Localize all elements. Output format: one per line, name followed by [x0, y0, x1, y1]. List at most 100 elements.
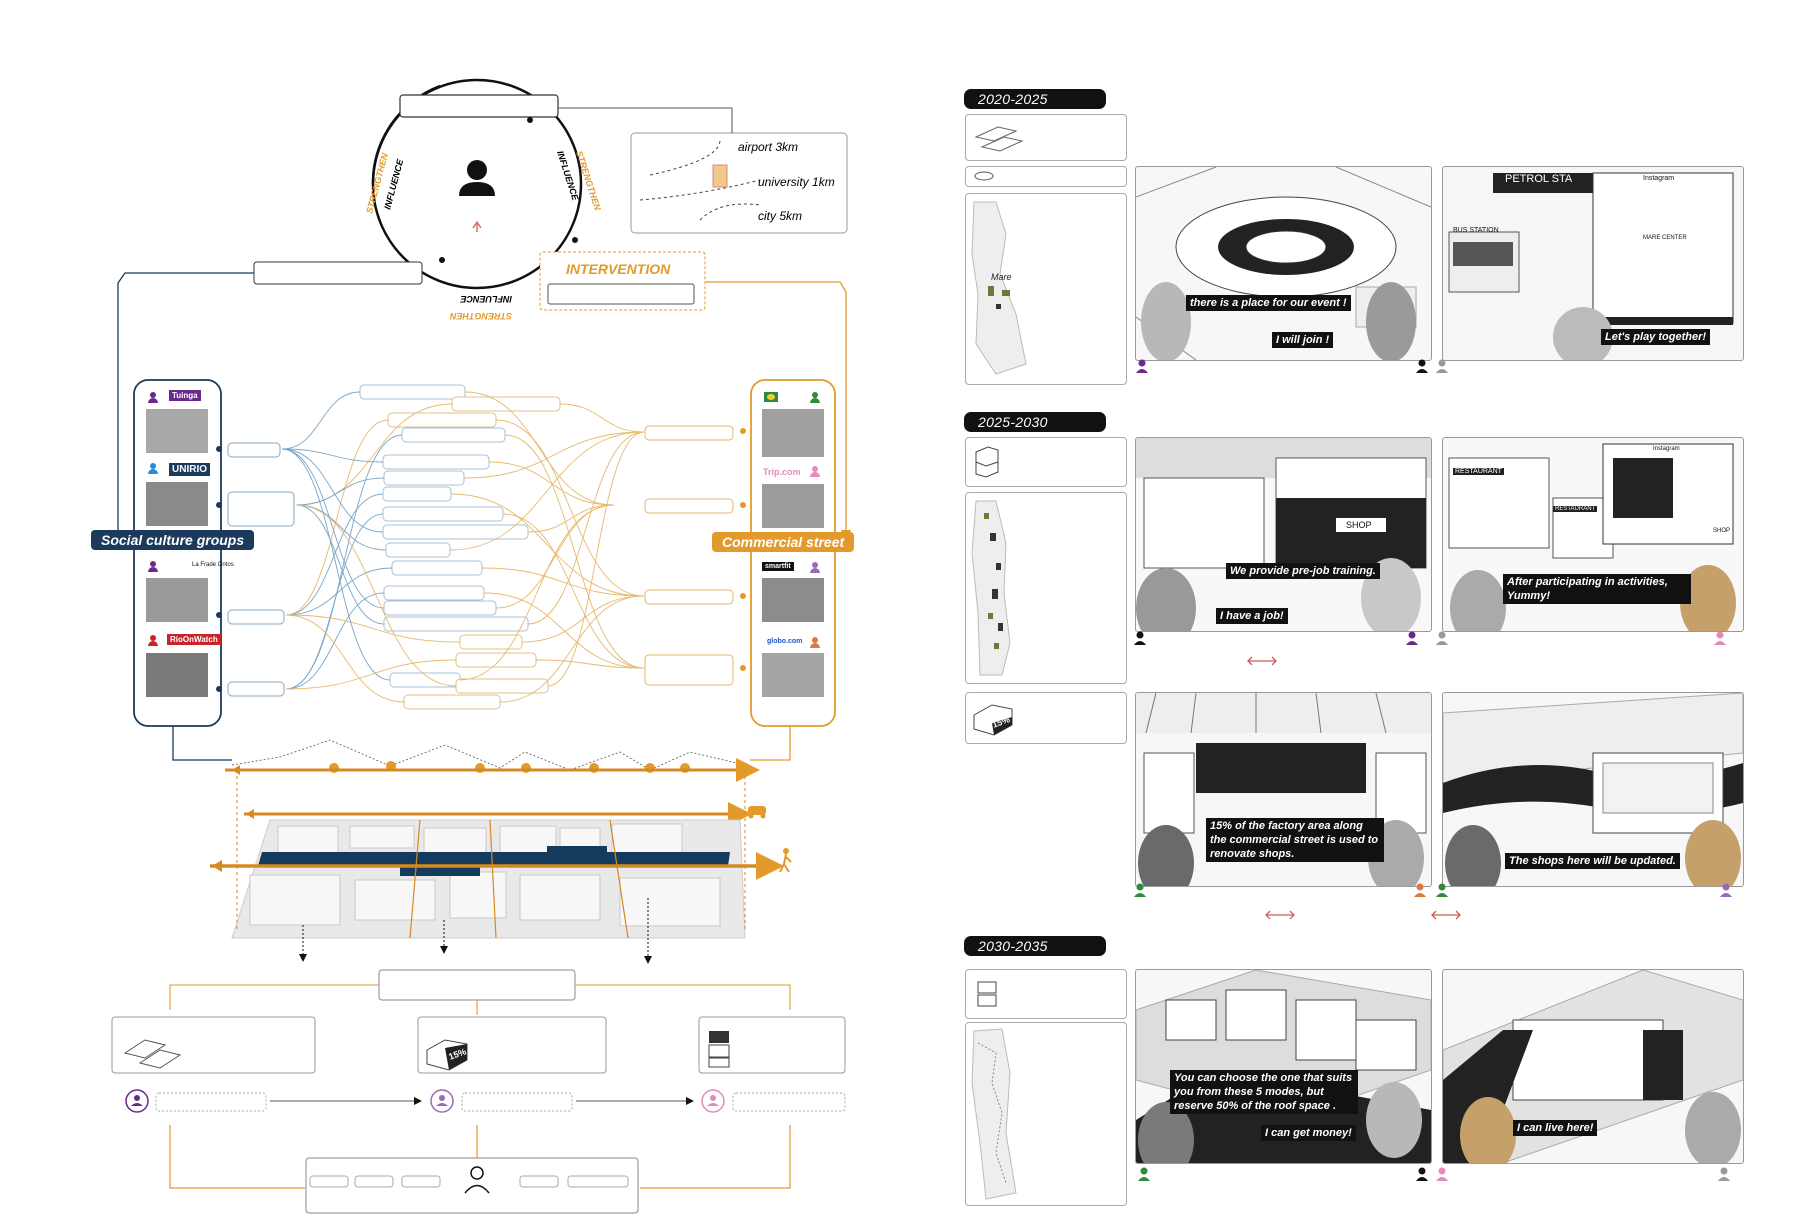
person-icon [1718, 1168, 1730, 1182]
logo-globo: globo.com [764, 637, 805, 646]
connection-line [296, 478, 384, 505]
cycle-top-box [400, 95, 558, 117]
strategy-node [404, 695, 500, 709]
person-icon [1138, 1168, 1150, 1182]
mini-map-3 [965, 1022, 1127, 1206]
strategy-node [456, 679, 548, 693]
speech-bubble: there is a place for our event ! [1186, 295, 1351, 311]
intervention-label: INTERVENTION [566, 261, 671, 277]
mode-info-box [965, 114, 1127, 161]
connection-line [282, 392, 360, 449]
person-icon [1134, 632, 1146, 646]
mode-info-box-3: 15% [965, 692, 1127, 744]
up-arrow-icon [473, 222, 481, 232]
mini-map-label: Mare [991, 272, 1012, 282]
person-icon [1136, 360, 1148, 374]
logo-la-frade: La Frade Ontos [189, 561, 237, 569]
connection-line [296, 505, 386, 550]
strategy-node [360, 385, 465, 399]
connection-line [560, 404, 644, 432]
period-2025-2030: 2025-2030 [964, 412, 1106, 432]
scene-panel-1b: PETROL STA Instagram BUS STATION MARE CE… [1442, 166, 1744, 361]
strategy-node [384, 471, 464, 485]
connection-line [482, 568, 644, 596]
commercial-street-label: Commercial street [712, 532, 854, 552]
airport-distance: airport 3km [738, 140, 798, 154]
connection-line [286, 593, 384, 689]
strategy-node [384, 586, 484, 600]
person-icon [1436, 1168, 1448, 1182]
connection-line [548, 432, 644, 686]
person-icon [148, 392, 158, 404]
person-icon [1406, 632, 1418, 646]
mini-map-2 [965, 492, 1127, 684]
strategy-node [388, 413, 496, 427]
person-icon [810, 392, 820, 404]
connection-line [522, 596, 644, 642]
outcome-box [379, 970, 575, 1000]
layer-info-box [965, 166, 1127, 187]
mode-info-box-2 [965, 437, 1127, 487]
logo-tuinga: Tuinga [169, 390, 201, 401]
strategy-node [392, 561, 482, 575]
strategy-node [383, 507, 503, 521]
person-icon [148, 463, 158, 475]
strategy-node [383, 487, 451, 501]
logo-smartfit: smartfit [762, 562, 794, 571]
strategy-node [456, 653, 536, 667]
scene-panel-1a: there is a place for our event ! I will … [1135, 166, 1432, 361]
exchange-arrow-icon [1266, 911, 1294, 919]
person-icon [1714, 632, 1726, 646]
connection-line [505, 435, 644, 668]
person-icon [1416, 1168, 1428, 1182]
strategy-node [386, 543, 450, 557]
city-distance: city 5km [758, 209, 802, 223]
speech-bubble: I will join ! [1272, 332, 1333, 348]
exchange-arrow-icon [1248, 657, 1276, 665]
mini-map-1: Mare [965, 193, 1127, 385]
instagram-label: Instagram [1643, 175, 1674, 182]
logo-unirio: UNIRIO [169, 463, 210, 476]
social-culture-groups-label: Social culture groups [91, 530, 254, 550]
period-2020-2025: 2020-2025 [964, 89, 1106, 109]
strategy-node [384, 601, 496, 615]
connection-line [528, 505, 614, 532]
person-icon [1416, 360, 1428, 374]
person-icon [467, 160, 487, 180]
person-icon [148, 635, 158, 647]
exchange-arrow-icon [1432, 911, 1460, 919]
strategy-node [402, 428, 505, 442]
speech-bubble: Let's play together! [1601, 329, 1710, 345]
logo-trip: Trip.com [760, 466, 804, 478]
person-icon [810, 637, 820, 649]
connection-line [496, 420, 644, 596]
mare-center-sign: MARE CENTER [1643, 235, 1687, 241]
brazil-flag-icon [764, 392, 778, 402]
influence-label-bottom: INFLUENCE [460, 294, 512, 304]
person-icon [810, 466, 820, 478]
strategy-node [383, 455, 489, 469]
university-distance: university 1km [758, 175, 835, 189]
connection-line [286, 514, 383, 689]
strategy-node [452, 397, 560, 411]
pedestrian-icon [783, 848, 789, 854]
bus-station-sign: BUS STATION [1453, 227, 1499, 234]
person-icon [1720, 884, 1732, 898]
person-icon [1414, 884, 1426, 898]
petrol-sign: PETROL STA [1505, 173, 1572, 185]
person-icon [1436, 884, 1448, 898]
strategy-diagram: INFLUENCE STRENGTHEN INFLUENCE STRENGTHE… [0, 0, 880, 1217]
left-node-box [254, 262, 422, 284]
timeline-markers [1130, 355, 1750, 1185]
person-icon [810, 562, 820, 574]
period-2030-2035: 2030-2035 [964, 936, 1106, 956]
person-icon [1436, 632, 1448, 646]
strategy-node [384, 617, 528, 631]
person-icon [148, 561, 158, 573]
strengthen-label-bottom: STRENGTHEN [449, 311, 512, 321]
mode-info-box-4 [965, 969, 1127, 1019]
person-icon [1436, 360, 1448, 374]
person-icon [1134, 884, 1146, 898]
connection-line [296, 505, 384, 624]
logo-rioonwatch: RioOnWatch [167, 634, 221, 645]
